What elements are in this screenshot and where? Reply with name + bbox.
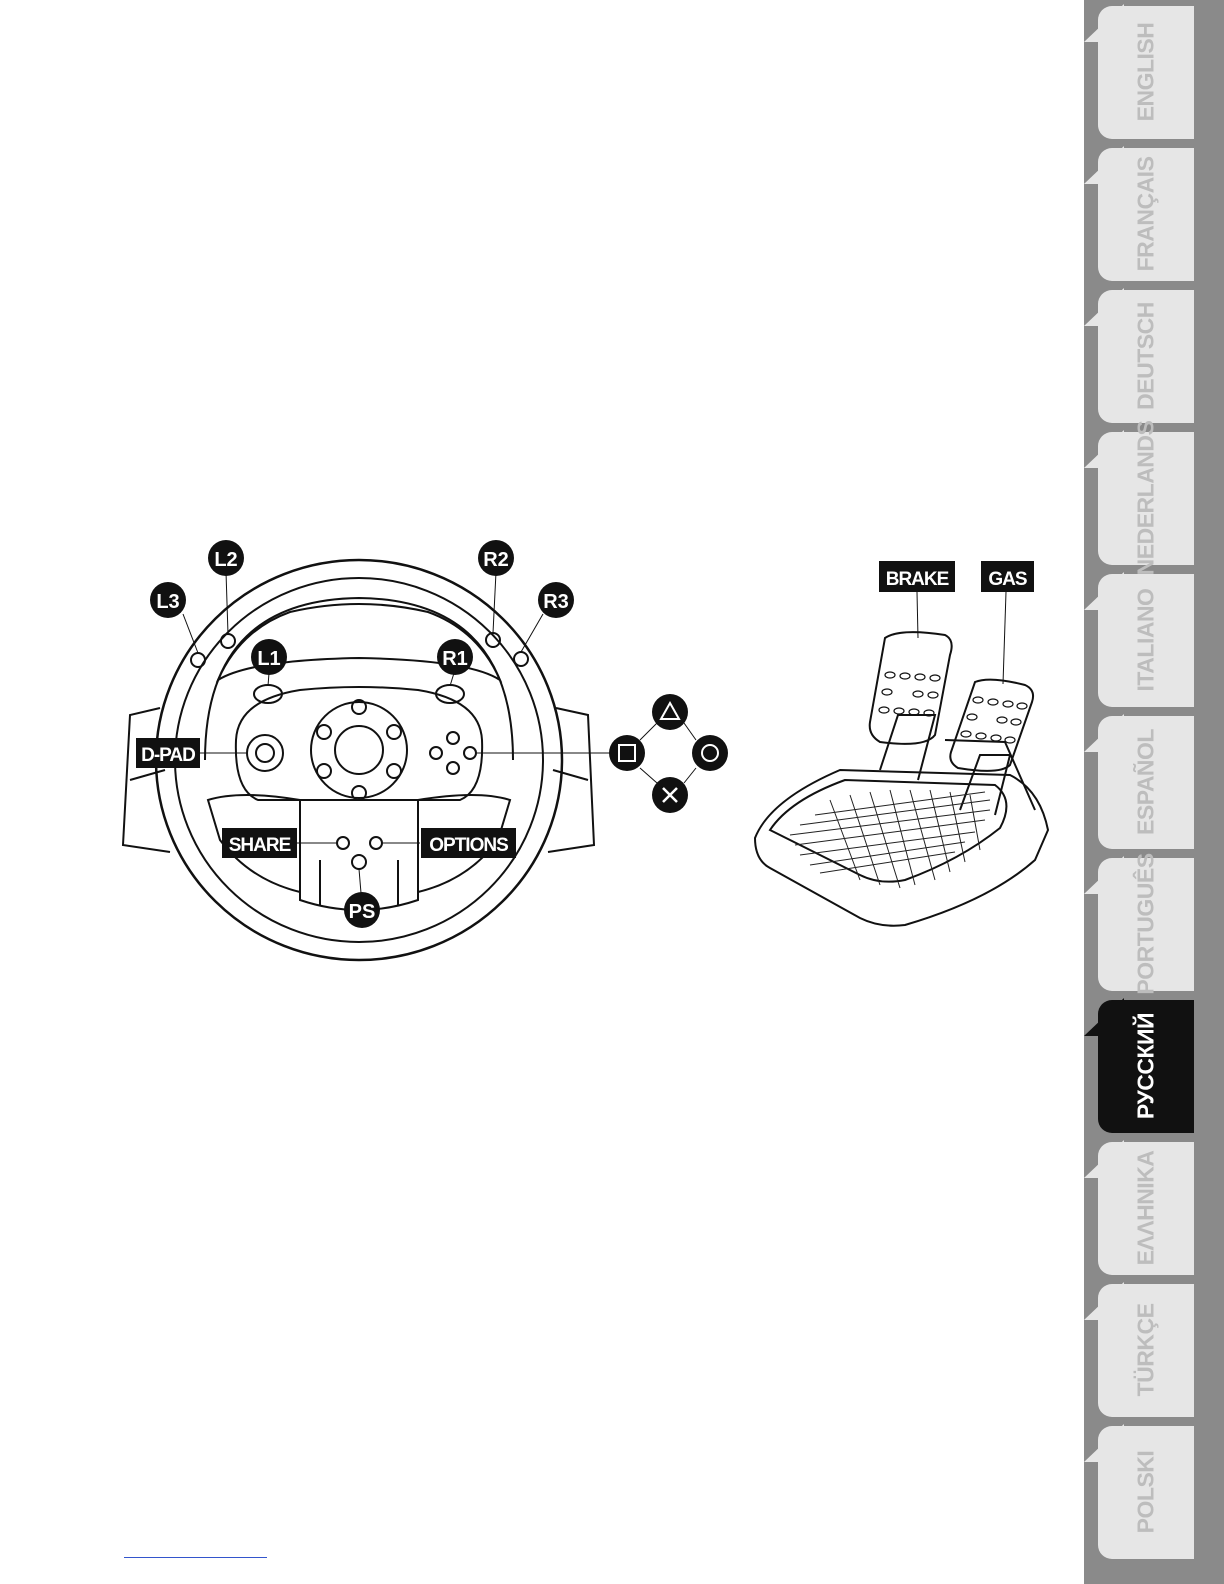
lang-tab-label: FRANÇAIS [1133, 157, 1160, 272]
svg-text:D-PAD: D-PAD [141, 745, 195, 766]
lang-tab-francais[interactable]: FRANÇAIS [1098, 148, 1194, 281]
svg-text:PS: PS [349, 901, 376, 923]
lang-tab-portugues[interactable]: PORTUGUÊS [1098, 858, 1194, 991]
lang-tab-espanol[interactable]: ESPAÑOL [1098, 716, 1194, 849]
lang-tab-label: ENGLISH [1133, 23, 1160, 122]
label-share: SHARE [222, 828, 297, 858]
svg-text:L3: L3 [156, 591, 179, 613]
label-r1: R1 [437, 639, 473, 675]
svg-text:R1: R1 [442, 648, 468, 670]
circle-button-icon [692, 735, 728, 771]
label-ps: PS [344, 892, 380, 928]
svg-text:R2: R2 [483, 549, 509, 571]
lang-tab-label: ΕΛΛΗΝΙΚΑ [1133, 1151, 1160, 1266]
lang-tab-ellinika[interactable]: ΕΛΛΗΝΙΚΑ [1098, 1142, 1194, 1275]
cross-button-icon [652, 777, 688, 813]
lang-tab-polski[interactable]: POLSKI [1098, 1426, 1194, 1559]
lang-tab-label: ITALIANO [1133, 589, 1160, 692]
lang-tab-english[interactable]: ENGLISH [1098, 6, 1194, 139]
label-gas: GAS [981, 561, 1034, 592]
label-dpad: D-PAD [136, 738, 200, 768]
svg-text:L1: L1 [257, 648, 280, 670]
triangle-button-icon [652, 694, 688, 730]
lang-tab-label: PORTUGUÊS [1133, 853, 1160, 994]
label-l2: L2 [208, 540, 244, 576]
label-brake: BRAKE [879, 561, 955, 592]
lang-tab-label: NEDERLANDS [1133, 421, 1160, 576]
lang-tab-nederlands[interactable]: NEDERLANDS [1098, 432, 1194, 565]
lang-tab-label: TÜRKÇE [1133, 1304, 1160, 1397]
svg-text:SHARE: SHARE [229, 835, 291, 856]
square-button-icon [609, 735, 645, 771]
lang-tab-label: DEUTSCH [1133, 302, 1160, 410]
lang-tab-label: POLSKI [1133, 1451, 1160, 1534]
svg-text:BRAKE: BRAKE [886, 569, 949, 590]
svg-text:L2: L2 [214, 549, 237, 571]
lang-tab-label: РУССКИЙ [1133, 1013, 1160, 1119]
footnote-separator [124, 1557, 267, 1558]
lang-tab-italiano[interactable]: ITALIANO [1098, 574, 1194, 707]
lang-tab-russkiy-active[interactable]: РУССКИЙ [1098, 1000, 1194, 1133]
label-r3: R3 [538, 582, 574, 618]
lang-tab-turkce[interactable]: TÜRKÇE [1098, 1284, 1194, 1417]
svg-text:R3: R3 [543, 591, 569, 613]
label-l3: L3 [150, 582, 186, 618]
svg-text:GAS: GAS [988, 569, 1027, 590]
label-r2: R2 [478, 540, 514, 576]
label-options: OPTIONS [421, 828, 516, 858]
label-l1: L1 [251, 639, 287, 675]
lang-tab-deutsch[interactable]: DEUTSCH [1098, 290, 1194, 423]
svg-text:OPTIONS: OPTIONS [429, 835, 508, 856]
lang-tab-label: ESPAÑOL [1133, 729, 1160, 835]
